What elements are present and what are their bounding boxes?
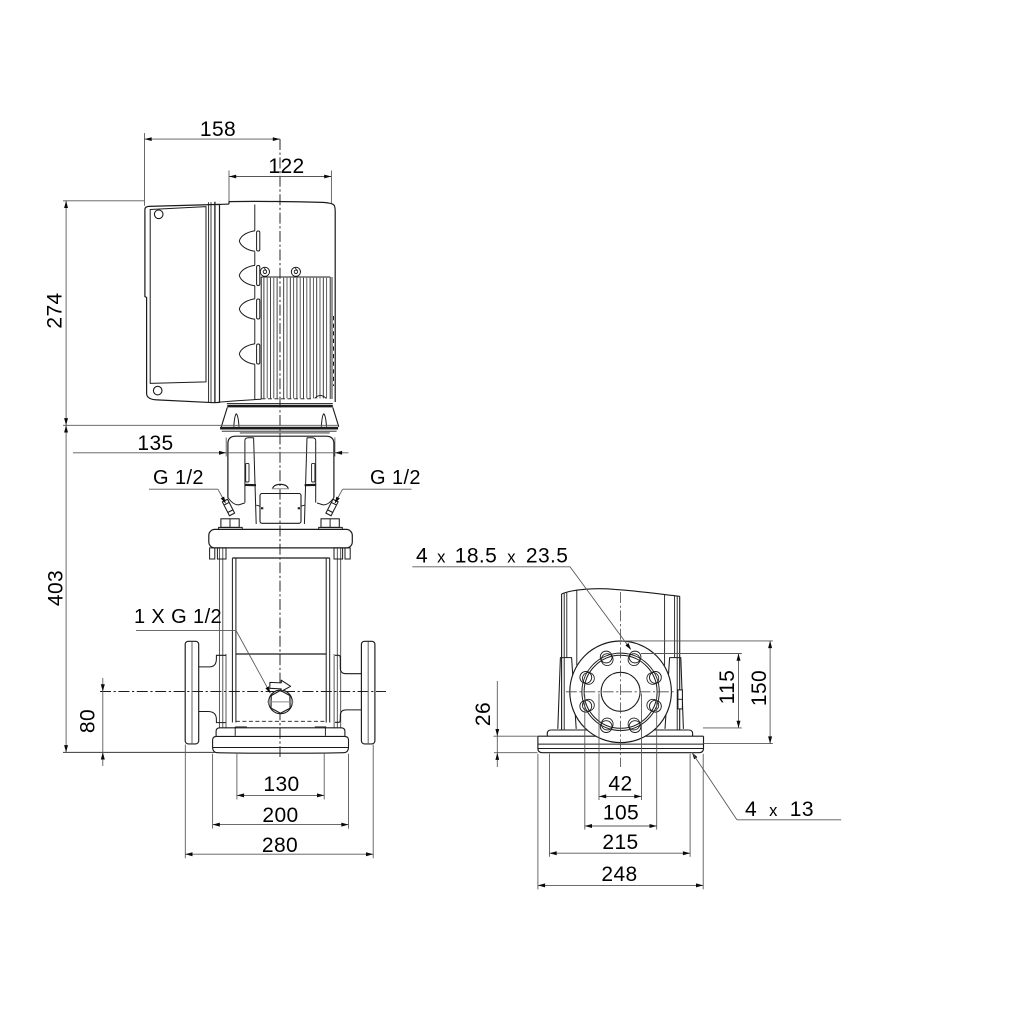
svg-text:248: 248	[601, 863, 637, 886]
svg-text:122: 122	[268, 155, 304, 178]
svg-text:80: 80	[77, 709, 100, 733]
svg-text:200: 200	[262, 804, 298, 827]
svg-text:42: 42	[608, 773, 632, 796]
svg-text:26: 26	[472, 702, 495, 726]
svg-text:403: 403	[45, 570, 68, 606]
svg-text:G 1/2: G 1/2	[370, 467, 421, 489]
svg-text:G 1/2: G 1/2	[153, 467, 204, 489]
svg-text:105: 105	[603, 802, 639, 825]
svg-text:135: 135	[137, 432, 173, 455]
svg-text:115: 115	[716, 670, 739, 705]
svg-text:274: 274	[44, 292, 67, 328]
svg-text:130: 130	[263, 773, 299, 796]
svg-text:1 X G 1/2: 1 X G 1/2	[134, 606, 222, 628]
svg-text:215: 215	[602, 831, 638, 854]
svg-text:158: 158	[200, 118, 236, 141]
svg-text:150: 150	[748, 670, 771, 706]
svg-text:280: 280	[262, 834, 298, 857]
